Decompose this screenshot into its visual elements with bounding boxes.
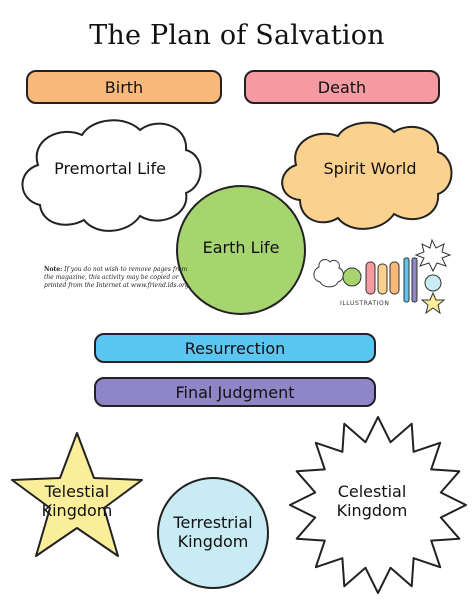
death-label-box: Death [244, 70, 440, 104]
death-text: Death [317, 77, 367, 97]
celestial-kingdom-text: Celestial Kingdom [322, 482, 422, 520]
earth-life-text: Earth Life [202, 238, 280, 257]
birth-label-box: Birth [26, 70, 222, 104]
telestial-line-1: Telestial [44, 482, 110, 501]
final-judgment-text: Final Judgment [175, 382, 295, 402]
premortal-life-cloud [21, 119, 202, 232]
terrestrial-kingdom-text: Terrestrial Kingdom [163, 513, 263, 551]
premortal-life-text: Premortal Life [54, 159, 166, 178]
celestial-line-1: Celestial [337, 482, 407, 501]
celestial-line-2: Kingdom [336, 501, 408, 521]
earth-life-circle [176, 185, 306, 315]
resurrection-label-box: Resurrection [94, 333, 376, 363]
note-prefix: Note: [44, 266, 63, 273]
page-title: The Plan of Salvation [89, 20, 385, 51]
spirit-world-text: Spirit World [323, 159, 417, 178]
note-body: If you do not wish to remove pages from … [44, 266, 191, 290]
final-judgment-label-box: Final Judgment [94, 377, 376, 407]
terrestrial-kingdom-circle [157, 477, 269, 589]
terrestrial-line-1: Terrestrial [173, 513, 253, 532]
telestial-kingdom-text: Telestial Kingdom [27, 482, 127, 520]
telestial-kingdom-star [11, 432, 143, 557]
telestial-line-2: Kingdom [41, 501, 113, 521]
spirit-world-cloud [281, 121, 453, 230]
illustration-caption: ILLUSTRATION [340, 300, 390, 307]
celestial-kingdom-burst [289, 416, 467, 594]
birth-text: Birth [104, 77, 144, 97]
resurrection-text: Resurrection [184, 338, 286, 358]
illustration-preview [313, 238, 452, 315]
note-text: Note: If you do not wish to remove pages… [44, 266, 194, 290]
terrestrial-line-2: Kingdom [177, 532, 249, 552]
